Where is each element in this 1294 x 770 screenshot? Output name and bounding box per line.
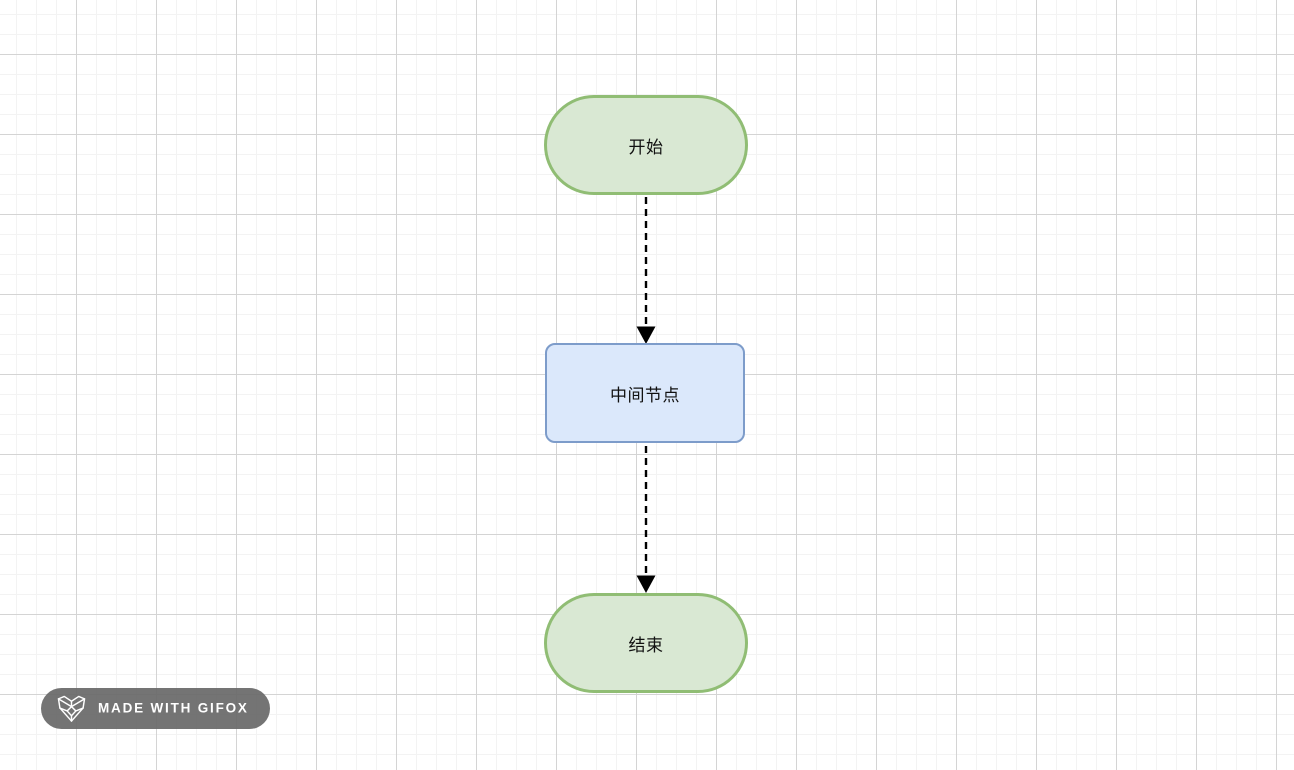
flowchart-node-end[interactable]: 结束	[544, 593, 748, 693]
watermark-label: MADE WITH GIFOX	[98, 700, 249, 716]
node-middle-label: 中间节点	[610, 385, 680, 405]
flowchart-node-middle[interactable]: 中间节点	[545, 343, 745, 443]
node-start-label: 开始	[628, 137, 664, 157]
arrowhead-down-icon	[636, 575, 656, 593]
arrowhead-down-icon	[636, 326, 656, 344]
flowchart-node-start[interactable]: 开始	[544, 95, 748, 195]
edge-middle-to-end	[636, 446, 656, 593]
node-end-label: 结束	[628, 635, 664, 655]
gifox-watermark-badge: MADE WITH GIFOX	[41, 688, 270, 729]
gifox-fox-icon	[57, 695, 86, 722]
edge-start-to-middle	[636, 197, 656, 344]
